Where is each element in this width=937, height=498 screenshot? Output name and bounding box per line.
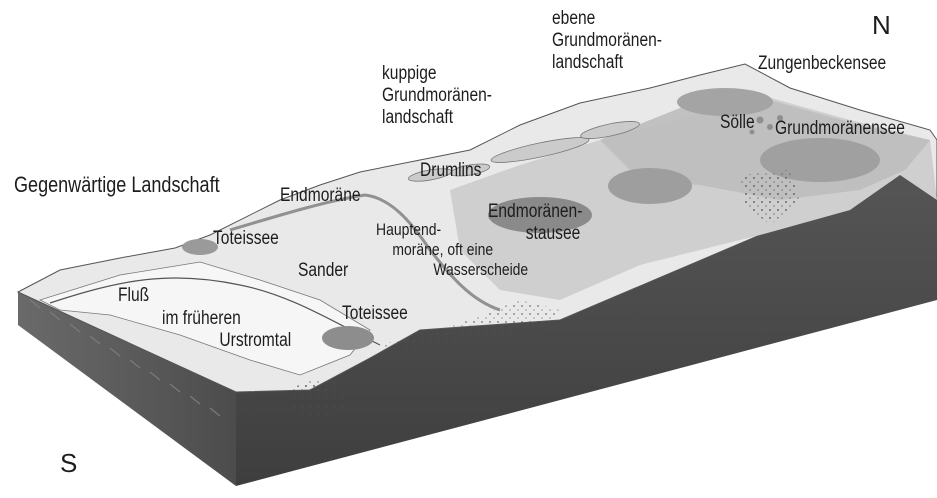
label-grundmoraenensee: Grundmoränensee (775, 118, 905, 140)
label-line: landschaft (552, 52, 662, 74)
label-ebene-grundmoraenenlandschaft: ebene Grundmoränen- landschaft (552, 8, 662, 74)
label-line: Grundmoränen- (382, 85, 492, 107)
label-line: Urstromtal (219, 330, 291, 352)
diagram-title: Gegenwärtige Landschaft (14, 172, 220, 198)
label-line: Endmoränen- (488, 201, 582, 223)
label-line: kuppige (382, 63, 492, 85)
label-endmoraenenstausee: Endmoränen- stausee (488, 201, 582, 245)
label-drumlins: Drumlins (420, 160, 481, 182)
toteissee-lake-2 (322, 326, 374, 350)
label-kuppige-grundmoraenenlandschaft: kuppige Grundmoränen- landschaft (382, 63, 492, 129)
label-soelle: Sölle (720, 112, 755, 134)
label-line: Grundmoränen- (552, 30, 662, 52)
compass-north: N (872, 10, 891, 40)
compass-south: S (60, 448, 77, 478)
label-endmoraene: Endmoräne (280, 185, 361, 207)
label-sander: Sander (298, 260, 348, 282)
label-zungenbeckensee: Zungenbeckensee (758, 53, 886, 75)
label-toteissee-upper: Toteissee (213, 228, 279, 250)
label-toteissee-lower: Toteissee (342, 303, 408, 325)
label-line: ebene (552, 8, 662, 30)
label-line: Wasserscheide (433, 260, 528, 280)
label-fluss: Fluß (118, 285, 149, 307)
sander-deposit (290, 380, 345, 416)
label-line: landschaft (382, 107, 492, 129)
label-line: stausee (526, 223, 583, 245)
grundmoraenensee-lake (608, 168, 692, 204)
label-line: im früheren (162, 308, 291, 330)
label-urstromtal: im früheren Urstromtal (162, 308, 291, 352)
